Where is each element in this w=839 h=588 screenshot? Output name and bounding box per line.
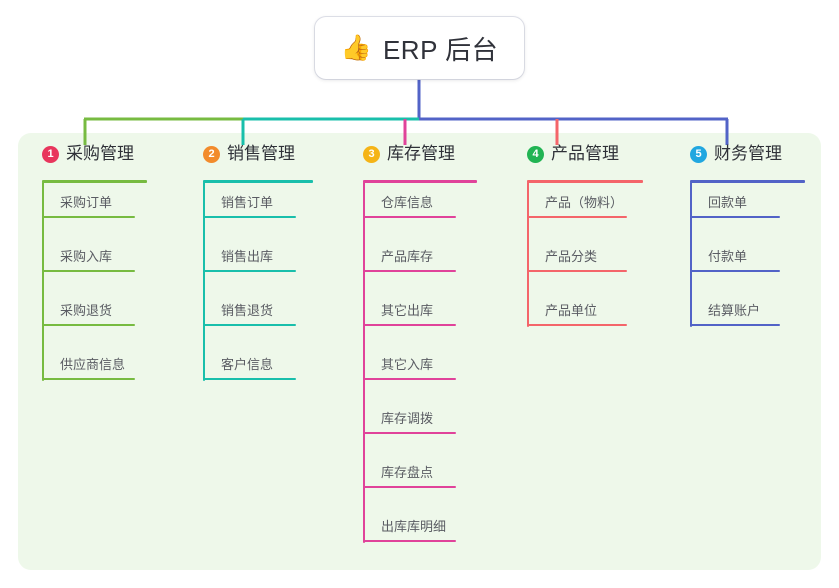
branch-item[interactable]: 采购退货 [42, 296, 135, 326]
branch-number-badge: 1 [42, 146, 59, 163]
branch-item[interactable]: 产品分类 [527, 242, 627, 272]
branches-panel [18, 133, 821, 570]
branch-item-label: 出库库明细 [381, 519, 447, 534]
branch-item-label: 结算账户 [708, 303, 761, 318]
branch-column-5: 5 财务管理回款单付款单结算账户 [690, 143, 805, 327]
branch-column-2: 2 销售管理销售订单销售出库销售退货客户信息 [203, 143, 313, 381]
branch-item[interactable]: 销售订单 [203, 188, 296, 218]
thumbs-up-icon: 👍 [340, 33, 372, 62]
branch-number-badge: 3 [363, 146, 380, 163]
branch-column-4: 4 产品管理产品（物料） 产品分类产品单位 [527, 143, 643, 327]
branch-item-label: 采购订单 [60, 195, 113, 210]
branch-item-label: 其它入库 [381, 357, 434, 372]
branch-item[interactable]: 采购入库 [42, 242, 135, 272]
branch-item[interactable]: 仓库信息 [363, 188, 456, 218]
branch-item[interactable]: 销售退货 [203, 296, 296, 326]
branch-header-1[interactable]: 1 采购管理 [42, 143, 134, 180]
branch-item[interactable]: 产品单位 [527, 296, 627, 326]
branch-item[interactable]: 其它出库 [363, 296, 456, 326]
branch-item-label: 仓库信息 [381, 195, 434, 210]
branch-item[interactable]: 回款单 [690, 188, 780, 218]
branch-header-4[interactable]: 4 产品管理 [527, 143, 619, 180]
branch-item-underline [690, 324, 780, 326]
branch-item-underline [203, 270, 296, 272]
branch-item-label: 供应商信息 [60, 357, 126, 372]
branch-item[interactable]: 付款单 [690, 242, 780, 272]
branch-header-3[interactable]: 3 库存管理 [363, 143, 455, 180]
branch-item-label: 库存盘点 [381, 465, 434, 480]
branch-item-underline [363, 378, 456, 380]
branch-underline [203, 180, 313, 183]
branch-spine [690, 182, 692, 327]
branch-item-label: 回款单 [708, 195, 748, 210]
branch-item-underline [527, 324, 627, 326]
branch-title: 财务管理 [714, 144, 782, 163]
branch-item[interactable]: 销售出库 [203, 242, 296, 272]
branch-item-underline [527, 270, 627, 272]
branch-item-label: 销售出库 [221, 249, 274, 264]
branch-item-label: 库存调拨 [381, 411, 434, 426]
branch-number-badge: 5 [690, 146, 707, 163]
branch-spine [203, 182, 205, 381]
branch-underline [527, 180, 643, 183]
branch-column-1: 1 采购管理采购订单采购入库采购退货供应商信息 [42, 143, 147, 381]
branch-item-label: 销售订单 [221, 195, 274, 210]
branch-underline [363, 180, 477, 183]
branch-underline [42, 180, 147, 183]
branch-item-label: 采购退货 [60, 303, 113, 318]
branch-column-3: 3 库存管理仓库信息产品库存其它出库其它入库库存调拨库存盘点出库库明细 [363, 143, 477, 543]
branch-spine [42, 182, 44, 381]
branch-item-label: 销售退货 [221, 303, 274, 318]
branch-item[interactable]: 产品库存 [363, 242, 456, 272]
branch-item-label: 客户信息 [221, 357, 274, 372]
branch-item-label: 产品单位 [545, 303, 598, 318]
branch-item-underline [363, 216, 456, 218]
branch-header-2[interactable]: 2 销售管理 [203, 143, 295, 180]
branch-item-label: 产品（物料） [545, 195, 624, 210]
branch-item[interactable]: 出库库明细 [363, 512, 456, 542]
branch-item[interactable]: 其它入库 [363, 350, 456, 380]
branch-title: 库存管理 [387, 144, 455, 163]
branch-item[interactable]: 库存盘点 [363, 458, 456, 488]
branch-number-badge: 2 [203, 146, 220, 163]
branch-item-label: 付款单 [708, 249, 748, 264]
branch-item-underline [203, 378, 296, 380]
branch-item-underline [42, 270, 135, 272]
branch-item[interactable]: 供应商信息 [42, 350, 135, 380]
branch-item-underline [363, 432, 456, 434]
branch-spine [363, 182, 365, 543]
branch-item-underline [42, 324, 135, 326]
branch-item-label: 产品分类 [545, 249, 598, 264]
branch-item-label: 产品库存 [381, 249, 434, 264]
root-node-content: 👍 ERP 后台 [341, 30, 498, 67]
branch-item[interactable]: 产品（物料） [527, 188, 627, 218]
branch-item-underline [203, 216, 296, 218]
branch-item-underline [363, 324, 456, 326]
branch-item-label: 采购入库 [60, 249, 113, 264]
branch-item-underline [527, 216, 627, 218]
branch-item-underline [42, 216, 135, 218]
branch-item-underline [363, 486, 456, 488]
branch-underline [690, 180, 805, 183]
branch-spine [527, 182, 529, 327]
branch-item[interactable]: 客户信息 [203, 350, 296, 380]
branch-item[interactable]: 库存调拨 [363, 404, 456, 434]
branch-item[interactable]: 采购订单 [42, 188, 135, 218]
branch-item-label: 其它出库 [381, 303, 434, 318]
branch-title: 采购管理 [66, 144, 134, 163]
branch-item-underline [363, 270, 456, 272]
branch-item-underline [203, 324, 296, 326]
branch-item-underline [363, 540, 456, 542]
branch-title: 销售管理 [227, 144, 295, 163]
root-title: ERP 后台 [382, 34, 499, 65]
branch-item-underline [42, 378, 135, 380]
branch-item[interactable]: 结算账户 [690, 296, 780, 326]
branch-title: 产品管理 [551, 144, 619, 163]
branch-item-underline [690, 216, 780, 218]
root-node[interactable]: 👍 ERP 后台 [315, 17, 524, 79]
branch-item-underline [690, 270, 780, 272]
branch-header-5[interactable]: 5 财务管理 [690, 143, 782, 180]
branch-number-badge: 4 [527, 146, 544, 163]
